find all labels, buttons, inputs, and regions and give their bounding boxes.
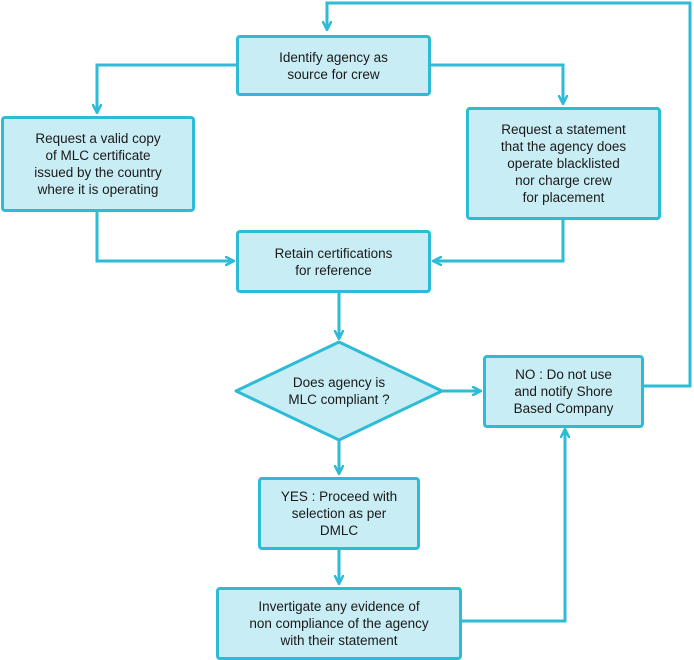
node-retain-certifications-label: Retain certifications for reference	[274, 245, 393, 278]
connector-identify-to-request-copy	[97, 63, 236, 113]
decision-label: Does agency is MLC compliant ?	[288, 375, 390, 407]
node-identify-agency-label: Identify agency as source for crew	[279, 49, 388, 82]
node-retain-certifications: Retain certifications for reference	[236, 230, 431, 293]
node-no-do-not-use: NO : Do not use and notify Shore Based C…	[483, 355, 644, 428]
connector-no-loop-to-identify	[327, 1, 692, 388]
node-request-mlc-copy-label: Request a valid copy of MLC certificate …	[34, 131, 162, 197]
connector-identify-to-request-statement	[431, 63, 563, 104]
node-investigate-evidence: Invertigate any evidence of non complian…	[216, 587, 462, 660]
node-request-statement-label: Request a statement that the agency does…	[500, 122, 627, 205]
decision-diamond	[234, 340, 444, 442]
node-request-statement: Request a statement that the agency does…	[466, 107, 661, 220]
node-request-mlc-copy: Request a valid copy of MLC certificate …	[1, 116, 195, 212]
connector-investigate-to-no	[461, 429, 565, 623]
node-yes-proceed: YES : Proceed with selection as per DMLC	[258, 477, 420, 550]
connector-request-statement-to-retain	[433, 219, 565, 261]
node-no-do-not-use-label: NO : Do not use and notify Shore Based C…	[513, 367, 614, 416]
connector-request-copy-to-retain	[95, 211, 234, 261]
decision-label-container: Does agency is MLC compliant ?	[262, 366, 416, 416]
node-investigate-evidence-label: Invertigate any evidence of non complian…	[249, 599, 429, 648]
node-yes-proceed-label: YES : Proceed with selection as per DMLC	[280, 489, 398, 538]
node-identify-agency: Identify agency as source for crew	[236, 35, 431, 96]
